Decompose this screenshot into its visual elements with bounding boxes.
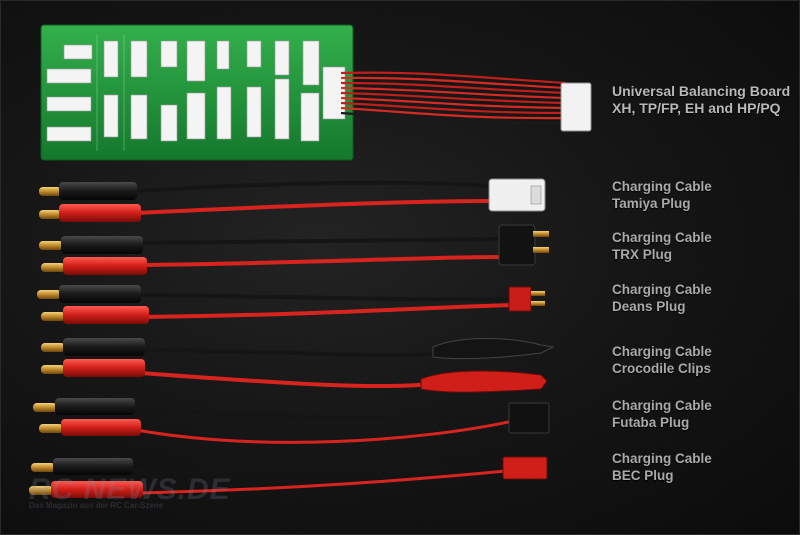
cable-bec [29, 456, 548, 498]
label-tamiya-cable: Charging Cable Tamiya Plug [612, 178, 712, 212]
label-line-1: Charging Cable [612, 344, 712, 359]
label-line-2: Futaba Plug [612, 415, 690, 430]
watermark-logo: RC NEWS.DE Das Magazin aus der RC Car-Sz… [29, 473, 231, 510]
cable-futaba [33, 398, 550, 444]
cable-trx [39, 224, 549, 275]
label-deans-cable: Charging Cable Deans Plug [612, 281, 712, 315]
label-balancing-board: Universal Balancing Board XH, TP/FP, EH … [612, 83, 790, 117]
label-line-2: Deans Plug [612, 299, 686, 314]
watermark-tagline: Das Magazin aus der RC Car-Szene [29, 501, 164, 510]
label-line-2: Crocodile Clips [612, 361, 712, 376]
label-line-1: Universal Balancing Board [612, 83, 791, 99]
balancer-lead [340, 71, 592, 132]
label-line-1: Charging Cable [612, 230, 712, 245]
label-line-1: Charging Cable [612, 398, 712, 413]
label-line-1: Charging Cable [612, 282, 712, 297]
cable-deans [37, 285, 545, 324]
label-line-2: BEC Plug [612, 468, 674, 483]
balancing-board [40, 24, 592, 161]
board-sockets [46, 40, 346, 142]
label-line-2: Tamiya Plug [612, 196, 691, 211]
label-bec-cable: Charging Cable BEC Plug [612, 450, 712, 484]
cable-tamiya [39, 178, 546, 222]
watermark-brand: RC NEWS.DE [29, 473, 231, 506]
label-trx-cable: Charging Cable TRX Plug [612, 229, 712, 263]
label-crocodile-cable: Charging Cable Crocodile Clips [612, 343, 712, 377]
label-line-1: Charging Cable [612, 451, 712, 466]
label-line-2: TRX Plug [612, 247, 672, 262]
label-futaba-cable: Charging Cable Futaba Plug [612, 397, 712, 431]
label-line-2: XH, TP/FP, EH and HP/PQ [612, 100, 781, 116]
cable-crocodile [41, 338, 555, 393]
label-line-1: Charging Cable [612, 179, 712, 194]
